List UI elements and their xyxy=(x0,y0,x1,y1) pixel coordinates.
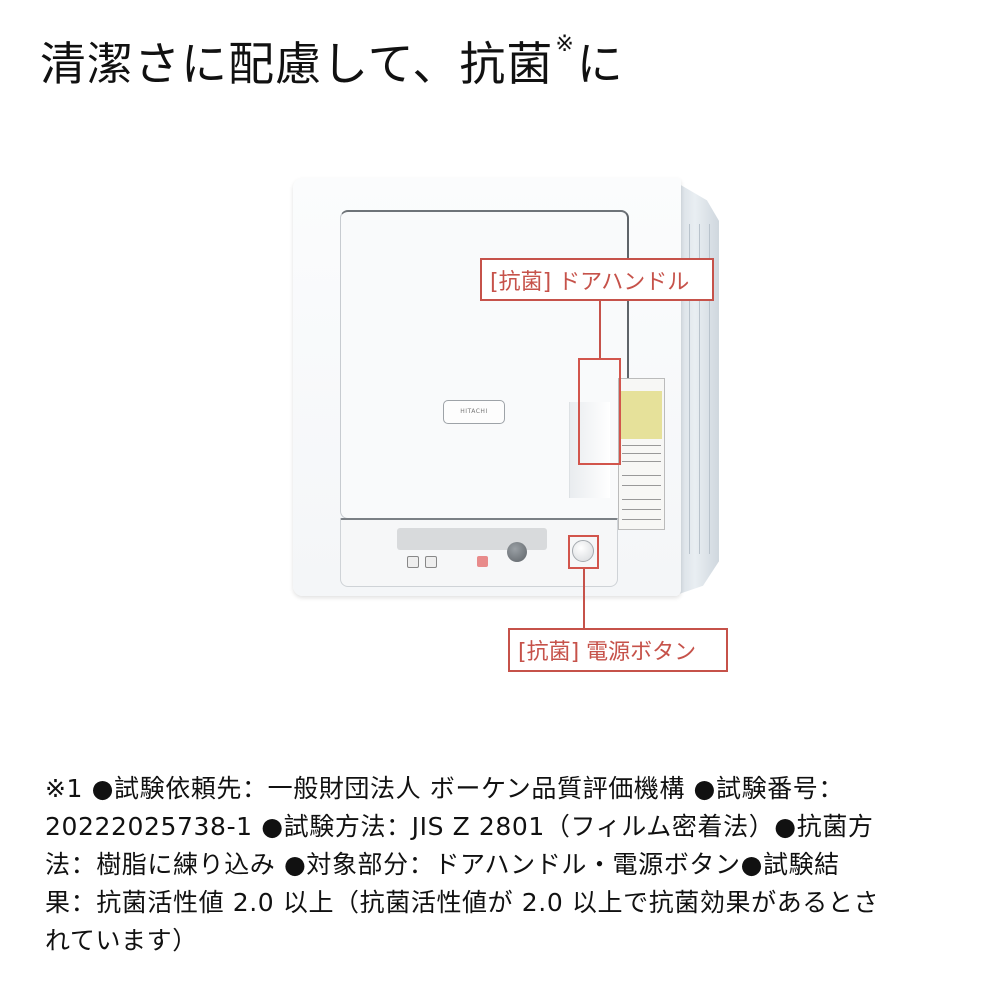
footnote: ※1 ●試験依頼先：一般財団法人 ボーケン品質評価機構 ●試験番号： 20222… xyxy=(45,770,970,960)
mode-button xyxy=(407,556,419,568)
power-button-leader-line xyxy=(583,569,585,629)
door-handle-callout: [抗菌] ドアハンドル xyxy=(480,258,714,301)
footnote-line: ※1 ●試験依頼先：一般財団法人 ボーケン品質評価機構 ●試験番号： xyxy=(45,774,844,803)
timer-knob xyxy=(507,542,527,562)
footnote-line: 果：抗菌活性値 2.0 以上（抗菌活性値が 2.0 以上で抗菌効果があるとさ xyxy=(45,888,880,917)
title-text: 清潔さに配慮して、抗菌 xyxy=(40,37,554,91)
label-line xyxy=(622,461,661,462)
label-line xyxy=(622,453,661,454)
label-line xyxy=(622,475,661,476)
label-line xyxy=(622,499,661,500)
door-handle-callout-label: [抗菌] ドアハンドル xyxy=(490,269,690,295)
power-button-callout-label: [抗菌] 電源ボタン xyxy=(518,640,697,665)
title-text-end: に xyxy=(576,37,624,91)
label-line xyxy=(622,509,661,510)
side-rib xyxy=(699,224,700,554)
door-handle xyxy=(569,402,610,498)
brand-plate: HITACHI xyxy=(443,400,505,424)
door-handle-highlight xyxy=(578,358,621,465)
control-panel xyxy=(340,518,618,587)
side-rib xyxy=(709,224,710,554)
warning-label-highlight xyxy=(621,391,662,439)
dryer-side-panel xyxy=(679,184,719,594)
footnote-line: 20222025738-1 ●試験方法：JIS Z 2801（フィルム密着法）●… xyxy=(45,812,874,841)
footnote-line: 法：樹脂に練り込み ●対象部分：ドアハンドル・電源ボタン●試験結 xyxy=(45,850,840,879)
footnote-mark: ※ xyxy=(555,32,575,57)
side-rib xyxy=(689,224,690,554)
product-illustration: HITACHI xyxy=(293,178,728,672)
warning-label xyxy=(618,378,665,530)
footnote-line: れています） xyxy=(45,926,198,955)
clothes-dryer: HITACHI xyxy=(293,178,719,603)
label-line xyxy=(622,445,661,446)
start-button xyxy=(477,556,488,567)
power-button-highlight xyxy=(568,535,599,569)
power-button xyxy=(572,540,594,562)
label-line xyxy=(622,519,661,520)
power-button-callout: [抗菌] 電源ボタン xyxy=(508,628,728,672)
label-line xyxy=(622,485,661,486)
door-handle-leader-line xyxy=(599,300,601,358)
dryer-front: HITACHI xyxy=(293,178,681,596)
mode-button xyxy=(425,556,437,568)
page-title: 清潔さに配慮して、抗菌※に xyxy=(40,28,624,94)
